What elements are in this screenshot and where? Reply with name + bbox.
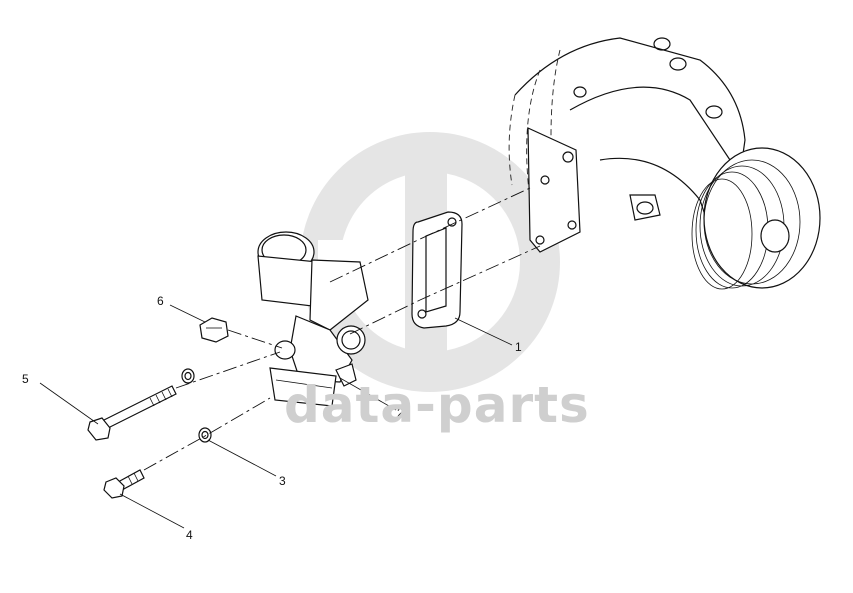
thermostat-housing-part-2 [257, 231, 369, 407]
callout-2: 2 [397, 406, 404, 420]
washer-part-3 [181, 368, 212, 443]
callout-3: 3 [279, 474, 286, 488]
watermark-text: data-parts [284, 376, 590, 434]
callout-6: 6 [157, 294, 164, 308]
gasket-part-1 [411, 211, 463, 329]
callout-5: 5 [22, 372, 29, 386]
water-pump-housing [508, 37, 821, 290]
callout-1: 1 [515, 340, 522, 354]
bolt-part-5 [87, 385, 177, 441]
callout-4: 4 [186, 528, 193, 542]
bolt-part-4 [103, 469, 145, 499]
assembly-lines [143, 187, 541, 471]
leader-lines [39, 304, 513, 529]
plug-part-6 [199, 317, 229, 343]
